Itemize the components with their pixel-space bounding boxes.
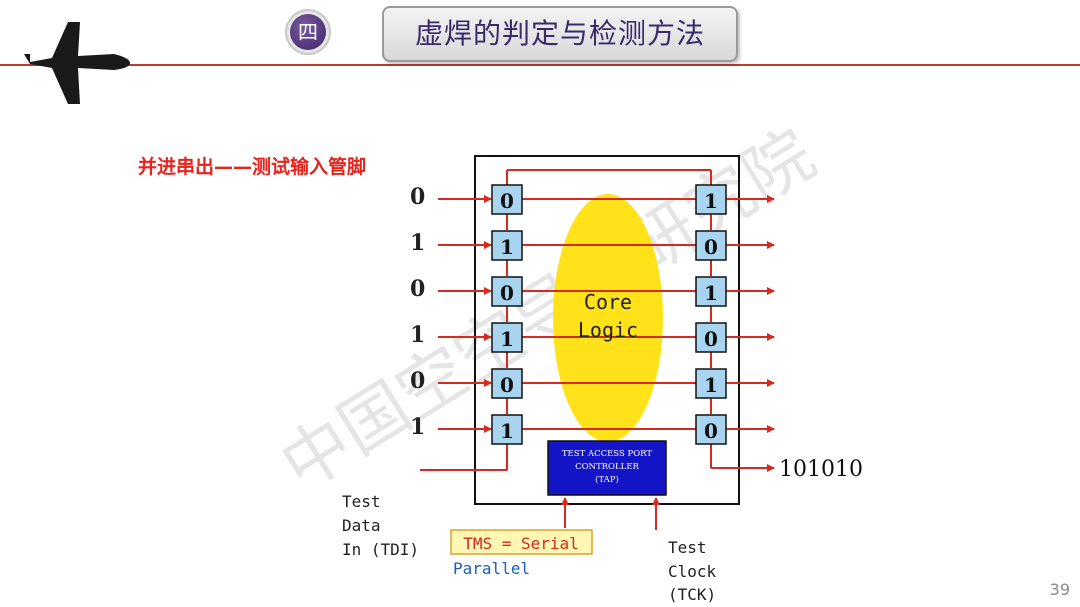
core-logic-ellipse [553,194,663,442]
right-cell-3 [695,276,727,307]
right-cell-4-value: 0 [704,327,718,351]
right-scan-cells [695,184,727,445]
input-bit-3: 0 [410,276,426,302]
right-cell-2 [695,230,727,261]
tap-label-line1: TEST ACCESS PORT [562,449,653,459]
input-bit-2: 1 [410,230,426,256]
diagram-subtitle: 并进串出——测试输入管脚 [138,156,367,178]
input-arrows [438,195,492,433]
right-cell-6-value: 0 [704,419,718,443]
tms-label: TMS = Serial [463,534,579,553]
left-cell-6-value: 1 [500,419,514,443]
right-cell-6 [695,414,727,445]
chip-outline [474,155,740,505]
left-cell-1 [491,184,523,215]
right-cell-2-value: 0 [704,235,718,259]
left-cell-2-value: 1 [500,235,514,259]
left-cell-5-value: 0 [500,373,514,397]
tdi-label-line1: Test [342,492,381,511]
page-number: 39 [1049,580,1070,599]
page-title: 虚焊的判定与检测方法 [414,17,705,50]
right-cell-3-value: 1 [704,281,718,305]
core-label-line2: Logic [578,318,638,342]
left-cell-5 [491,368,523,399]
output-arrows [711,195,775,472]
tap-control-arrows [561,497,660,530]
scan-chain-wires [506,169,712,470]
input-bit-6: 1 [410,414,426,440]
title-box [382,6,738,62]
left-cell-6 [491,414,523,445]
tap-label-line3: (TAP) [595,474,619,485]
right-cell-1 [695,184,727,215]
tck-label-line1: Test [668,538,707,557]
left-cell-4 [491,322,523,353]
tdi-label-line3: In (TDI) [342,540,419,559]
right-cell-5-value: 1 [704,373,718,397]
left-scan-cells [491,184,523,445]
left-cell-3-value: 0 [500,281,514,305]
input-bit-4: 1 [410,322,426,348]
parallel-label: Parallel [453,559,530,578]
left-cell-4-value: 1 [500,327,514,351]
section-badge: 四 [290,14,326,50]
right-cell-5 [695,368,727,399]
tdi-label-line2: Data [342,516,381,535]
tms-label-box [450,529,593,555]
left-cell-3 [491,276,523,307]
left-cell-1-value: 0 [500,189,514,213]
airplane-icon [24,22,130,104]
header-divider-line [0,64,1080,66]
core-label-line1: Core [584,290,632,314]
left-cell-2 [491,230,523,261]
tap-controller-box [547,440,667,496]
right-cell-1-value: 1 [704,189,718,213]
input-bit-1: 0 [410,184,426,210]
right-cell-4 [695,322,727,353]
tck-label-line3: (TCK) [668,585,716,604]
input-bit-5: 0 [410,368,426,394]
tap-label-line2: CONTROLLER [575,462,639,472]
output-value: 101010 [779,457,863,482]
tck-label-line2: Clock [668,562,717,581]
